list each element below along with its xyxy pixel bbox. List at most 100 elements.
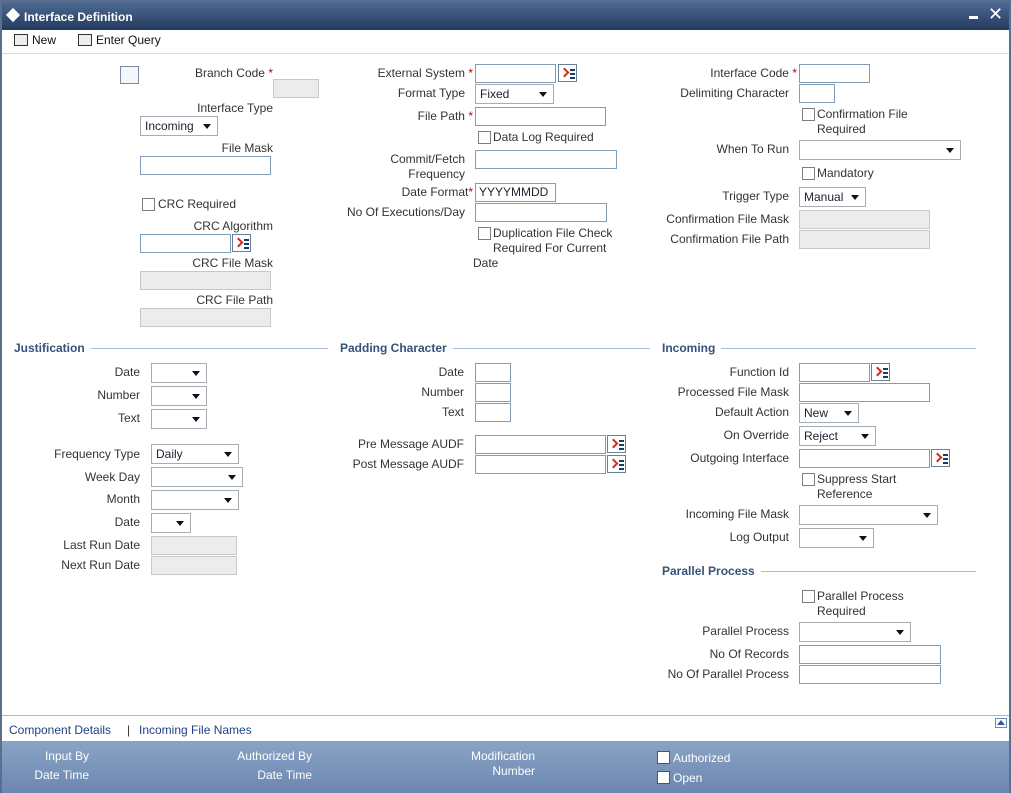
enter-query-button[interactable]: Enter Query xyxy=(78,31,161,49)
padding-date-field[interactable] xyxy=(475,363,511,382)
duplication-label-line2: Required For Current xyxy=(493,241,607,255)
week-day-label: Week Day xyxy=(84,470,140,484)
mandatory-label: Mandatory xyxy=(817,166,874,180)
crc-required-checkbox[interactable] xyxy=(142,198,155,211)
pre-message-audf-lov-icon[interactable] xyxy=(607,435,626,453)
next-run-date-field[interactable] xyxy=(151,556,237,575)
default-action-label: Default Action xyxy=(714,405,789,419)
justification-section: Justification xyxy=(14,341,328,355)
date-format-field[interactable]: YYYYMMDD xyxy=(475,183,556,202)
when-to-run-select[interactable] xyxy=(799,140,961,160)
no-of-parallel-process-field[interactable] xyxy=(799,665,941,684)
outgoing-interface-lov-icon[interactable] xyxy=(931,449,950,467)
chevron-down-icon xyxy=(861,434,869,439)
log-output-select[interactable] xyxy=(799,528,874,548)
modification-label: Modification xyxy=(470,749,535,763)
no-of-parallel-process-label: No Of Parallel Process xyxy=(667,667,789,681)
open-checkbox[interactable] xyxy=(657,771,670,784)
interface-type-select[interactable]: Incoming xyxy=(140,116,218,136)
data-log-required-checkbox[interactable] xyxy=(478,131,491,144)
window-title: Interface Definition xyxy=(24,10,133,24)
incoming-section: Incoming xyxy=(662,341,976,355)
delimiting-character-field[interactable] xyxy=(799,84,835,103)
trigger-type-select[interactable]: Manual xyxy=(799,187,866,207)
no-of-records-field[interactable] xyxy=(799,645,941,664)
crc-algorithm-label: CRC Algorithm xyxy=(193,219,273,233)
input-by-label: Input By xyxy=(44,749,89,763)
chevron-down-icon xyxy=(228,475,236,480)
minimize-icon[interactable] xyxy=(969,16,978,19)
confirmation-file-required-checkbox[interactable] xyxy=(802,108,815,121)
log-output-label: Log Output xyxy=(729,530,789,544)
branch-code-field[interactable] xyxy=(273,79,319,98)
trigger-type-label: Trigger Type xyxy=(722,189,789,203)
processed-file-mask-field[interactable] xyxy=(799,383,930,402)
incoming-file-mask-select[interactable] xyxy=(799,505,938,525)
authorized-checkbox[interactable] xyxy=(657,751,670,764)
confirmation-file-path-field[interactable] xyxy=(799,230,930,249)
pre-message-audf-field[interactable] xyxy=(475,435,606,454)
collapse-up-icon[interactable] xyxy=(995,718,1007,728)
interface-code-label: Interface Code * xyxy=(710,66,797,80)
incoming-file-mask-label: Incoming File Mask xyxy=(685,507,789,521)
commit-fetch-frequency-field[interactable] xyxy=(475,150,617,169)
outgoing-interface-field[interactable] xyxy=(799,449,930,468)
parallel-process-select[interactable] xyxy=(799,622,911,642)
padding-number-field[interactable] xyxy=(475,383,511,402)
file-mask-field[interactable] xyxy=(140,156,271,175)
default-action-select[interactable]: New xyxy=(799,403,859,423)
component-details-link[interactable]: Component Details xyxy=(9,723,112,737)
format-type-label: Format Type xyxy=(397,86,465,100)
file-path-label: File Path * xyxy=(417,109,473,123)
last-run-date-field[interactable] xyxy=(151,536,237,555)
frequency-type-select[interactable]: Daily xyxy=(151,444,239,464)
schedule-date-select[interactable] xyxy=(151,513,191,533)
post-message-audf-lov-icon[interactable] xyxy=(607,455,626,473)
file-path-field[interactable] xyxy=(475,107,606,126)
confirmation-file-mask-label: Confirmation File Mask xyxy=(666,212,789,226)
suppress-start-reference-checkbox[interactable] xyxy=(802,473,815,486)
padding-text-field[interactable] xyxy=(475,403,511,422)
external-system-lov-icon[interactable] xyxy=(558,64,577,82)
format-type-select[interactable]: Fixed xyxy=(475,84,554,104)
justification-number-select[interactable] xyxy=(151,386,207,406)
external-system-field[interactable] xyxy=(475,64,556,83)
document-icon[interactable] xyxy=(120,66,139,84)
interface-code-field[interactable] xyxy=(799,64,870,83)
crc-file-mask-field[interactable] xyxy=(140,271,271,290)
justification-date-label: Date xyxy=(114,365,140,379)
month-select[interactable] xyxy=(151,490,239,510)
padding-date-label: Date xyxy=(438,365,464,379)
justification-text-select[interactable] xyxy=(151,409,207,429)
delimiting-character-label: Delimiting Character xyxy=(680,86,789,100)
mandatory-checkbox[interactable] xyxy=(802,167,815,180)
crc-algorithm-field[interactable] xyxy=(140,234,231,253)
duplication-label-line3: Date xyxy=(473,256,499,270)
function-id-lov-icon[interactable] xyxy=(871,363,890,381)
enter-query-label: Enter Query xyxy=(96,33,161,47)
post-message-audf-field[interactable] xyxy=(475,455,606,474)
duplication-file-check-checkbox[interactable] xyxy=(478,227,491,240)
justification-date-select[interactable] xyxy=(151,363,207,383)
close-icon[interactable]: ✕ xyxy=(988,4,1004,24)
crc-algorithm-lov-icon[interactable] xyxy=(232,234,251,252)
week-day-select[interactable] xyxy=(151,467,243,487)
suppress-label-line2: Reference xyxy=(817,487,873,501)
new-button[interactable]: New xyxy=(14,31,56,49)
authorized-label: Authorized xyxy=(673,751,731,765)
processed-file-mask-label: Processed File Mask xyxy=(677,385,789,399)
window-diamond-icon xyxy=(5,7,21,23)
file-mask-label: File Mask xyxy=(221,141,273,155)
confirmation-file-mask-field[interactable] xyxy=(799,210,930,229)
on-override-select[interactable]: Reject xyxy=(799,426,876,446)
chevron-down-icon xyxy=(224,452,232,457)
function-id-field[interactable] xyxy=(799,363,870,382)
parallel-process-required-checkbox[interactable] xyxy=(802,590,815,603)
query-icon xyxy=(78,34,92,46)
duplication-label-line1: Duplication File Check xyxy=(493,226,613,240)
no-of-executions-field[interactable] xyxy=(475,203,607,222)
padding-text-label: Text xyxy=(441,405,464,419)
modification-number-label: Number xyxy=(492,764,535,778)
crc-file-path-field[interactable] xyxy=(140,308,271,327)
incoming-file-names-link[interactable]: Incoming File Names xyxy=(139,723,252,737)
